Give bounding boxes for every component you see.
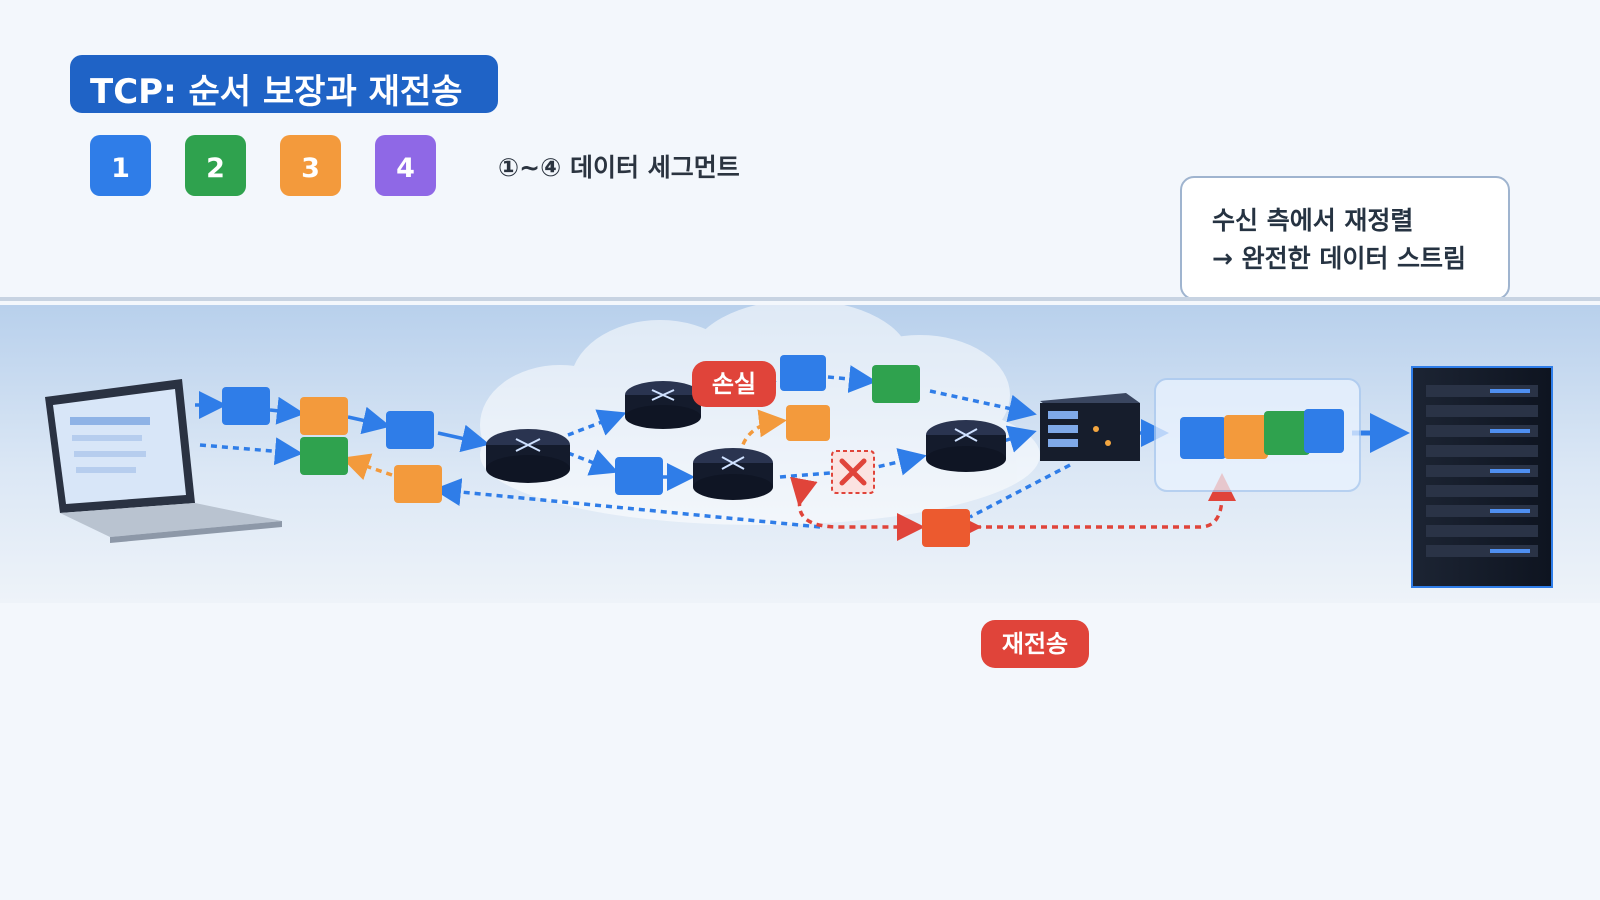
callout-line-2: → 완전한 데이터 스트림	[1212, 244, 1467, 273]
legend-segment-1: 1	[90, 135, 151, 196]
laptop-icon	[45, 379, 282, 543]
legend-segment-3: 3	[280, 135, 341, 196]
packet-orange	[786, 405, 830, 441]
reorder-callout: 수신 측에서 재정렬 → 완전한 데이터 스트림	[1180, 176, 1510, 300]
packet-green	[872, 365, 920, 403]
network-illustration	[0, 305, 1600, 603]
switch-icon	[1040, 393, 1140, 461]
retransmit-label: 재전송	[981, 620, 1089, 668]
network-diagram	[45, 305, 1553, 588]
callout-line-1: 수신 측에서 재정렬	[1212, 206, 1414, 235]
packet-blue	[222, 387, 270, 425]
packet-blue	[386, 411, 434, 449]
packet-orange	[300, 397, 348, 435]
packet-blue	[615, 457, 663, 495]
legend-segment-2: 2	[185, 135, 246, 196]
server-rack-icon	[1411, 366, 1553, 588]
packet-red-retransmit	[922, 509, 970, 547]
legend-segment-4: 4	[375, 135, 436, 196]
legend-caption: ①~④ 데이터 세그먼트	[498, 153, 740, 182]
packet-orange	[394, 465, 442, 503]
packets	[222, 355, 970, 547]
router-icon	[625, 381, 701, 429]
packet-blue	[780, 355, 826, 391]
reorder-buffer	[1154, 378, 1361, 492]
loss-label: 손실	[692, 361, 776, 407]
router-icon	[693, 448, 773, 500]
divider	[0, 297, 1600, 301]
packet-green	[300, 437, 348, 475]
router-icon	[486, 429, 570, 483]
lost-packet-x-icon	[831, 450, 875, 494]
router-icon	[926, 420, 1006, 472]
page-title: TCP: 순서 보장과 재전송	[70, 55, 498, 113]
